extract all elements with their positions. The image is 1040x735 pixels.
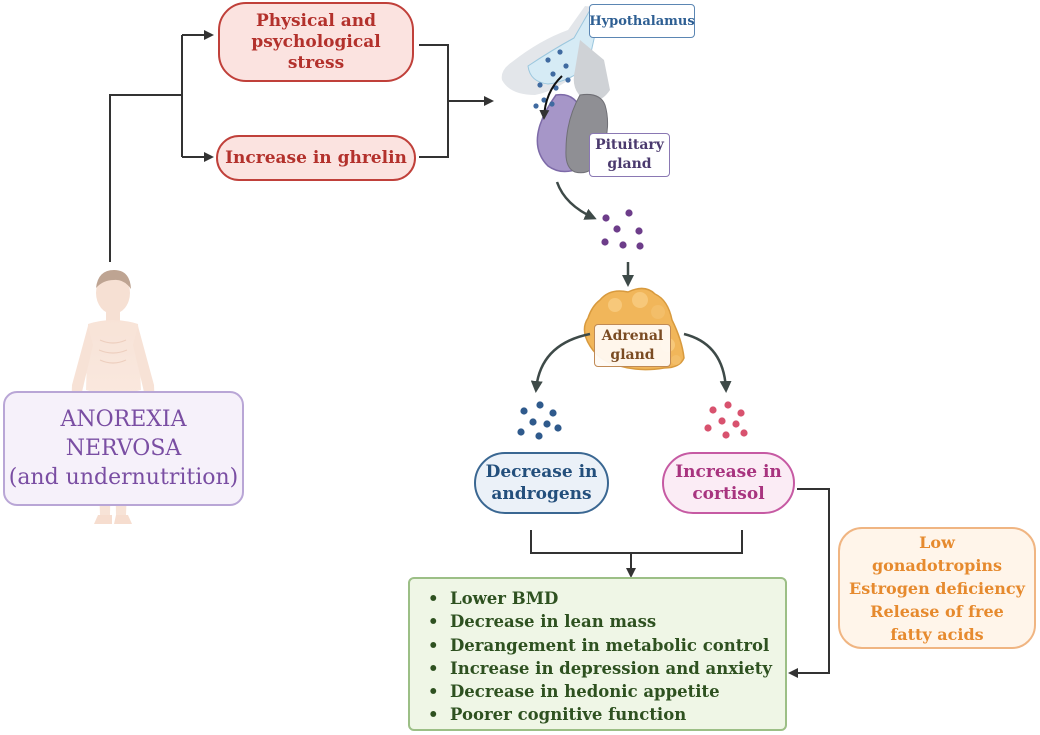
bullet-icon: • <box>428 589 439 608</box>
anorexia-box: ANOREXIA NERVOSA (and undernutrition) <box>3 391 244 506</box>
bullet-icon: • <box>428 635 439 655</box>
androgen-dots <box>517 401 562 440</box>
connector-lines <box>109 30 830 678</box>
outcome-text: Derangement in metabolic control <box>450 635 770 655</box>
bullet-icon: • <box>428 612 439 632</box>
outcome-item: • Decrease in lean mass <box>428 610 785 633</box>
outcome-text: Decrease in lean mass <box>450 612 657 632</box>
outcomes-box: • Lower BMD • Decrease in lean mass • Deran… <box>408 577 787 731</box>
outcome-text: Increase in depression and anxiety <box>450 658 773 678</box>
acth-dots <box>601 209 644 250</box>
outcome-text: Lower BMD <box>450 589 559 608</box>
pituitary-label: Pituitary gland <box>589 133 670 177</box>
outcome-item: • Decrease in hedonic appetite <box>428 680 785 703</box>
effects-box: Low gonadotropins Estrogen deficiency Re… <box>838 527 1036 649</box>
outcome-text: Poorer cognitive function <box>450 705 687 725</box>
outcome-item: • Derangement in metabolic control <box>428 634 785 657</box>
hypothalamus-pituitary-illustration <box>501 6 610 174</box>
outcome-item: • Poorer cognitive function <box>428 703 785 726</box>
adrenal-label: Adrenal gland <box>594 324 671 367</box>
bullet-icon: • <box>428 682 439 702</box>
hypothalamus-label: Hypothalamus <box>589 4 695 38</box>
androgen-arrow <box>530 332 591 393</box>
cortisol-arrow <box>683 332 732 393</box>
pituitary-arrow <box>555 181 597 220</box>
outcome-text: Decrease in hedonic appetite <box>450 682 720 702</box>
bullet-icon: • <box>428 705 439 725</box>
outcome-item: • Lower BMD <box>428 587 785 610</box>
outcome-item: • Increase in depression and anxiety <box>428 657 785 680</box>
bullet-icon: • <box>428 658 439 678</box>
stress-box: Physical and psychological stress <box>218 2 414 82</box>
androgens-box: Decrease in androgens <box>474 452 609 514</box>
cortisol-dots <box>704 401 748 439</box>
outcomes-list: • Lower BMD • Decrease in lean mass • Deran… <box>428 587 785 727</box>
ghrelin-box: Increase in ghrelin <box>216 135 416 181</box>
cortisol-box: Increase in cortisol <box>662 452 795 514</box>
